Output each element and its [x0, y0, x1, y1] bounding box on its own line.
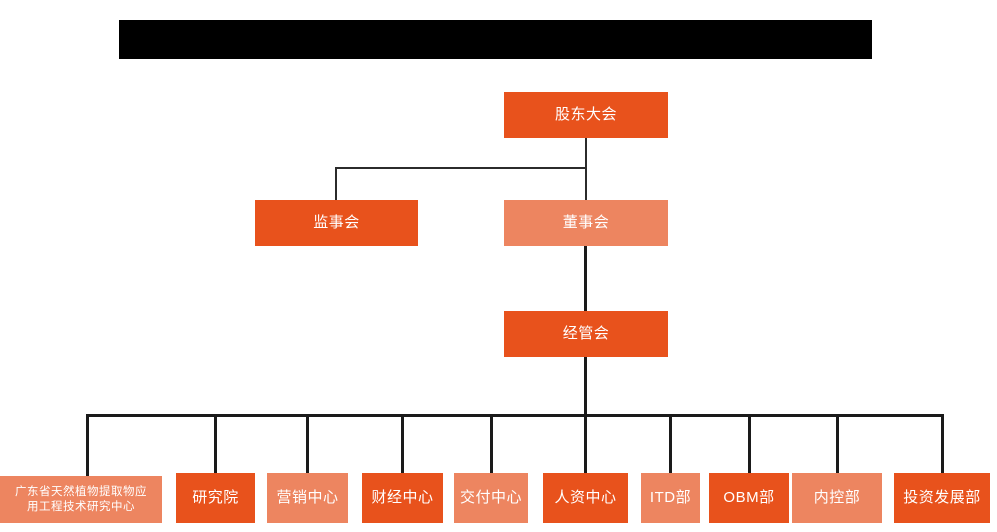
node-finance-center[interactable]: 财经中心: [362, 473, 443, 523]
connector-to-board-of-supervisors: [335, 167, 337, 201]
node-label: 监事会: [313, 213, 360, 231]
connector-drop-research-institute: [214, 414, 217, 473]
node-management-committee[interactable]: 经管会: [504, 311, 668, 357]
node-board-of-directors[interactable]: 董事会: [504, 200, 668, 246]
node-shareholders-meeting[interactable]: 股东大会: [504, 92, 668, 138]
node-label-line2: 用工程技术研究中心: [27, 500, 135, 513]
node-label: 财经中心: [371, 488, 434, 506]
node-marketing-center[interactable]: 营销中心: [267, 473, 348, 523]
node-investment-development-department[interactable]: 投资发展部: [894, 473, 990, 523]
connector-drop-marketing-center: [306, 414, 309, 473]
node-label: 营销中心: [276, 488, 339, 506]
node-label: 内控部: [813, 488, 861, 506]
connector-drop-obm-department: [748, 414, 751, 473]
node-internal-control-department[interactable]: 内控部: [792, 473, 882, 523]
node-obm-department[interactable]: OBM部: [709, 473, 789, 523]
connector-drop-investment-development-department: [941, 414, 944, 473]
node-label: ITD部: [649, 488, 692, 506]
node-label: 董事会: [562, 213, 610, 231]
connector-drop-internal-control-department: [836, 414, 839, 473]
connector-drop-finance-center: [401, 414, 404, 473]
node-label: 研究院: [192, 488, 239, 506]
node-label: 经管会: [562, 324, 610, 342]
node-label: 人资中心: [554, 488, 617, 506]
connector-drop-delivery-center: [490, 414, 493, 473]
connector-drop-gd-natural-plant-extract-center: [86, 414, 89, 476]
connector-level4-bus: [86, 414, 944, 417]
node-gd-natural-plant-extract-center[interactable]: 广东省天然植物提取物应 用工程技术研究中心: [0, 476, 162, 523]
connector-drop-itd-department: [669, 414, 672, 473]
node-label: OBM部: [723, 488, 775, 506]
connector-directors-to-management: [584, 246, 587, 312]
node-label-line1: 广东省天然植物提取物应: [15, 486, 147, 499]
node-delivery-center[interactable]: 交付中心: [454, 473, 528, 523]
node-itd-department[interactable]: ITD部: [641, 473, 700, 523]
redacted-title-bar: [119, 20, 872, 59]
connector-l1-down: [585, 138, 587, 168]
node-hr-center[interactable]: 人资中心: [543, 473, 628, 523]
connector-l1-horizontal: [335, 167, 587, 169]
node-research-institute[interactable]: 研究院: [176, 473, 255, 523]
node-board-of-supervisors[interactable]: 监事会: [255, 200, 418, 246]
node-label: 投资发展部: [903, 488, 981, 506]
node-label-multiline: 广东省天然植物提取物应 用工程技术研究中心: [11, 485, 151, 514]
node-label: 股东大会: [554, 105, 617, 123]
connector-to-board-of-directors: [585, 167, 587, 201]
node-label: 交付中心: [459, 488, 522, 506]
